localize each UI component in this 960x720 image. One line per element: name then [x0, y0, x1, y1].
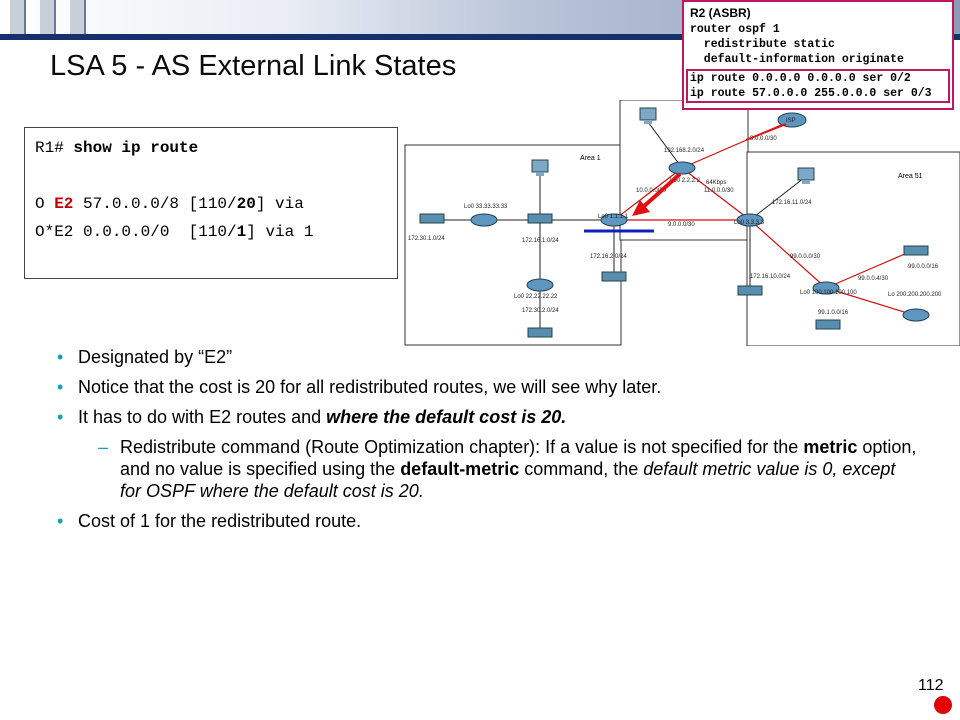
ip-route-line: ip route 0.0.0.0 0.0.0.0 ser 0/2: [690, 72, 911, 85]
label-net: 11.0.0.0/30: [704, 188, 734, 194]
area51-label: Area 51: [898, 173, 923, 180]
slide-title: LSA 5 - AS External Link States: [50, 50, 457, 82]
label-net: 99.0.0.4/30: [858, 276, 889, 282]
label-net: 99.0.0.0/30: [790, 254, 821, 260]
switch-icon: [419, 213, 445, 224]
banner-decoration: [40, 0, 56, 34]
pc-icon: [639, 107, 657, 124]
bullet-emphasis: where the default cost is 20.: [326, 407, 567, 427]
label-abr: Lo0 3.3.3.3: [734, 220, 765, 226]
sub-text: option, and no value is specified using …: [120, 437, 917, 479]
label-net: 172.30.2.0/24: [522, 308, 559, 314]
sub-italic: default metric value is 0, except for OS…: [120, 459, 896, 501]
label-net: 172.30.1.0/24: [408, 236, 445, 242]
sub-text: Redistribute command (Route Optimization…: [120, 437, 804, 457]
switch-icon: [737, 285, 763, 296]
route-e2-code: E2: [54, 195, 74, 213]
cli-prompt: R1#: [35, 139, 74, 157]
label-asbr: Lo0 2.2.2.2: [670, 178, 701, 184]
label-r1: Lo0 1.1.1.1: [598, 214, 629, 220]
arrow-head-icon: [632, 200, 650, 216]
area1-box: [404, 144, 622, 346]
label-net: 99.0.0.0/16: [908, 264, 939, 270]
arrow-icon: [640, 172, 682, 210]
cli-command: show ip route: [73, 139, 199, 157]
ip-route-line: ip route 57.0.0.0 255.0.0.0 ser 0/3: [690, 87, 932, 100]
status-dot-icon: [934, 696, 952, 714]
router-icon: [600, 213, 628, 227]
label-r2: Lo0 22.22.22.22: [514, 294, 558, 300]
route-default: O*E2 0.0.0.0/0 [110/: [35, 223, 237, 241]
router-icon: [526, 278, 554, 292]
label-net: 99.1.0.0/16: [818, 310, 849, 316]
config-line: redistribute static: [690, 38, 835, 51]
switch-icon: [527, 213, 553, 224]
switch-icon: [527, 327, 553, 338]
label-net: 172.16.1.0/24: [522, 238, 559, 244]
router-icon: [470, 213, 498, 227]
banner-band: [0, 34, 960, 40]
pc-icon: [531, 159, 549, 176]
label-net: 172.16.10.0/24: [750, 274, 791, 280]
label-kbps: 64Kbps: [706, 180, 726, 186]
config-line: router ospf 1: [690, 23, 780, 36]
label-isp: ISP: [786, 118, 796, 124]
bullet-item: It has to do with E2 routes and where th…: [57, 406, 918, 428]
arrow-icon: [745, 123, 787, 141]
bullet-text: It has to do with E2 routes and: [78, 407, 327, 427]
router-icon: [668, 161, 696, 175]
config-line: default-information originate: [690, 53, 904, 66]
area1-label: Area 1: [580, 155, 601, 162]
ip-route-box: ip route 0.0.0.0 0.0.0.0 ser 0/2 ip rout…: [686, 69, 950, 103]
label-net: 192.168.2.0/24: [664, 148, 705, 154]
banner-decoration: [10, 0, 26, 34]
asbr-config-box: R2 (ASBR) router ospf 1 redistribute sta…: [682, 0, 954, 110]
route-57-cost: 20: [236, 195, 256, 213]
page-number: 112: [918, 677, 944, 694]
switch-icon: [601, 271, 627, 282]
bullet-list: Designated by “E2” Notice that the cost …: [57, 346, 918, 540]
label-lo200: Lo 200.200.200.200: [888, 292, 942, 298]
sub-keyword: metric: [803, 437, 858, 457]
route-default-tail: ] via 1: [246, 223, 314, 241]
route-57-tail: ] via: [255, 195, 304, 213]
switch-icon: [903, 245, 929, 256]
label-net: 172.16.11.0/24: [772, 200, 812, 206]
route-57: 57.0.0.0/8 [110/: [73, 195, 237, 213]
sub-bullet-item: Redistribute command (Route Optimization…: [98, 436, 918, 502]
router-icon: [812, 281, 840, 295]
network-diagram: Area 1 Area 51 Lo0 33.33.33.33 17: [404, 100, 960, 346]
switch-icon: [815, 319, 841, 330]
router-icon: [736, 213, 764, 227]
label-net: 10.0.0.0/30: [636, 188, 667, 194]
router-icon: [902, 308, 930, 322]
pc-icon: [797, 167, 815, 184]
cli-output: R1# show ip route O E2 57.0.0.0/8 [110/2…: [24, 127, 398, 279]
config-header: R2 (ASBR): [690, 6, 751, 20]
label-net: 172.16.2.0/24: [590, 254, 627, 260]
route-o: O: [35, 195, 55, 213]
sub-text: command, the: [519, 459, 644, 479]
label-r5: Lo0 100.100.100.100: [800, 290, 857, 296]
banner-decoration: [70, 0, 86, 34]
sub-keyword: default-metric: [400, 459, 520, 479]
label-net: 9.0.0.0/30: [668, 222, 695, 228]
bullet-item: Notice that the cost is 20 for all redis…: [57, 376, 918, 398]
route-default-cost: 1: [236, 223, 247, 241]
bullet-item: Designated by “E2”: [57, 346, 918, 368]
label-net: 8.0.0.0/30: [750, 136, 777, 142]
bullet-item: Cost of 1 for the redistributed route.: [57, 510, 918, 532]
label-r3: Lo0 33.33.33.33: [464, 204, 508, 210]
